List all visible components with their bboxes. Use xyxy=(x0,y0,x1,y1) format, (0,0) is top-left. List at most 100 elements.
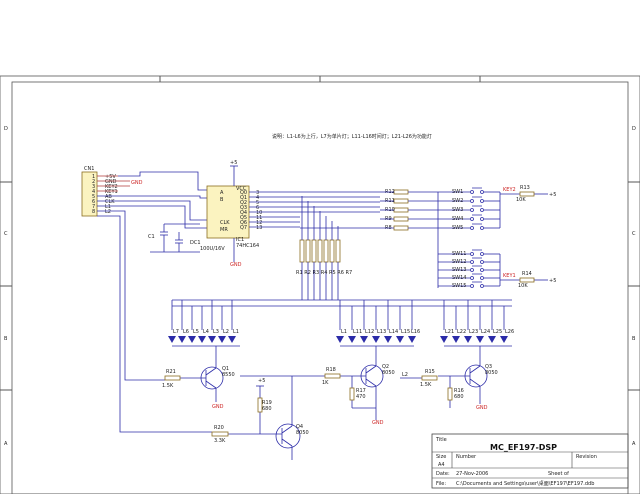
switch-output-wires xyxy=(484,191,548,287)
svg-text:L2: L2 xyxy=(105,209,111,215)
led-group-2 xyxy=(336,336,416,343)
svg-text:CLK: CLK xyxy=(220,220,230,226)
resistor-bank-label: R1 R2 R3 R4 R5 R6 R7 xyxy=(296,270,352,276)
svg-text:SW3: SW3 xyxy=(452,207,463,213)
r16-value: 680 xyxy=(454,394,464,400)
svg-text:KEY1: KEY1 xyxy=(105,189,118,195)
file-caption: File: xyxy=(436,481,446,487)
svg-text:Q3: Q3 xyxy=(240,205,247,211)
svg-text:SW11: SW11 xyxy=(452,251,466,257)
q1-part: 8550 xyxy=(222,372,235,378)
svg-text:L1: L1 xyxy=(233,329,239,335)
svg-text:4: 4 xyxy=(256,195,259,201)
svg-text:SW2: SW2 xyxy=(452,198,463,204)
svg-text:7: 7 xyxy=(92,204,95,210)
date-value: 27-Nov-2006 xyxy=(456,471,488,477)
q1-label: Q1 xyxy=(222,366,229,372)
led-group-1 xyxy=(168,336,236,343)
r19-label: R19 xyxy=(262,400,272,406)
r21-resistor xyxy=(164,375,181,381)
svg-text:13: 13 xyxy=(256,225,262,231)
ic1-body xyxy=(206,185,250,239)
resistor-bank xyxy=(299,196,341,300)
zone-right-b: B xyxy=(632,336,636,342)
ic1-part: 74HC164 xyxy=(236,243,259,249)
r17-label: R17 xyxy=(356,388,366,394)
svg-text:MR: MR xyxy=(220,227,228,233)
svg-text:L15: L15 xyxy=(401,329,410,335)
svg-text:Q5: Q5 xyxy=(240,215,247,221)
r13-value: 10K xyxy=(516,197,526,203)
r17-value: 470 xyxy=(356,394,366,400)
r13-label: R13 xyxy=(520,185,530,191)
r18-resistor xyxy=(324,373,341,379)
svg-text:1: 1 xyxy=(92,174,95,180)
svg-text:3: 3 xyxy=(92,184,95,190)
key1-label: KEY1 xyxy=(503,273,516,279)
ic1-pins: A B CLK MR VCC Q0 Q1 Q2 Q3 Q4 Q5 Q6 Q7 xyxy=(220,186,247,233)
svg-text:Q1: Q1 xyxy=(240,195,247,201)
r20-resistor xyxy=(211,431,229,437)
switch-contacts xyxy=(470,187,484,288)
svg-text:L5: L5 xyxy=(193,329,199,335)
svg-text:SW13: SW13 xyxy=(452,267,466,273)
svg-text:8: 8 xyxy=(92,209,95,215)
c1-capacitor xyxy=(150,223,200,253)
r19-vcc: +5 xyxy=(258,378,265,384)
svg-text:10: 10 xyxy=(256,210,262,216)
c1-label: C1 xyxy=(148,234,155,240)
q2-part: 8050 xyxy=(382,370,395,376)
svg-text:SW4: SW4 xyxy=(452,216,463,222)
svg-text:+5V: +5V xyxy=(105,174,116,180)
svg-text:12: 12 xyxy=(256,220,262,226)
zone-right-d: D xyxy=(632,126,636,132)
svg-text:L7: L7 xyxy=(173,329,179,335)
svg-text:SW5: SW5 xyxy=(452,225,463,231)
gnd-label-q3: GND xyxy=(476,405,488,411)
r20-label: R20 xyxy=(214,425,224,431)
number-caption: Number xyxy=(456,454,477,460)
revision-caption: Revision xyxy=(576,454,597,460)
svg-text:L24: L24 xyxy=(481,329,490,335)
cn1-pin-leads xyxy=(97,175,130,192)
ic1-vcc: +5 xyxy=(230,160,237,166)
svg-text:L11: L11 xyxy=(353,329,362,335)
svg-text:L1: L1 xyxy=(341,329,347,335)
svg-text:SW12: SW12 xyxy=(452,259,466,265)
svg-text:L25: L25 xyxy=(493,329,502,335)
r15-label: R15 xyxy=(425,369,435,375)
led-bus-wires xyxy=(171,299,512,347)
svg-text:L2: L2 xyxy=(223,329,229,335)
svg-text:VCC: VCC xyxy=(236,186,247,192)
zone-right-c: C xyxy=(632,231,636,237)
r14-label: R14 xyxy=(522,271,532,277)
svg-text:Q0: Q0 xyxy=(240,190,247,196)
svg-text:L26: L26 xyxy=(505,329,514,335)
r17-resistor xyxy=(349,387,355,401)
r16-resistor xyxy=(447,387,453,401)
led-labels-group-2: L1 L11 L12 L13 L14 L15 L16 xyxy=(341,329,420,335)
cn1-body xyxy=(81,171,98,217)
ic1-pin-numbers: 3 4 5 6 10 11 12 13 xyxy=(256,190,262,231)
svg-text:5: 5 xyxy=(92,194,95,200)
frame-ticks xyxy=(0,76,640,391)
q4-part: 8050 xyxy=(296,430,309,436)
gnd-label-q2: GND xyxy=(372,420,384,426)
design-note: 说明：L1-L6为上行，L7为单片灯；L11-L16时间灯；L21-L26为功能… xyxy=(272,133,432,140)
svg-text:L14: L14 xyxy=(389,329,398,335)
svg-text:Q7: Q7 xyxy=(240,225,247,231)
r14-value: 10K xyxy=(518,283,528,289)
led-labels-group-1: L7 L6 L5 L4 L3 L2 L1 xyxy=(173,329,239,335)
switch-resistor-wires xyxy=(300,191,470,288)
cn1-label: CN1 xyxy=(84,166,94,172)
led-labels-group-3: L21 L22 L23 L24 L25 L26 xyxy=(445,329,514,335)
r21-value: 1.5K xyxy=(162,383,174,389)
zone-right-a: A xyxy=(632,441,636,447)
svg-text:SW14: SW14 xyxy=(452,275,466,281)
r14-resistor xyxy=(519,277,535,283)
svg-text:L13: L13 xyxy=(377,329,386,335)
title-block xyxy=(431,433,629,489)
r15-value: 1.5K xyxy=(420,382,432,388)
